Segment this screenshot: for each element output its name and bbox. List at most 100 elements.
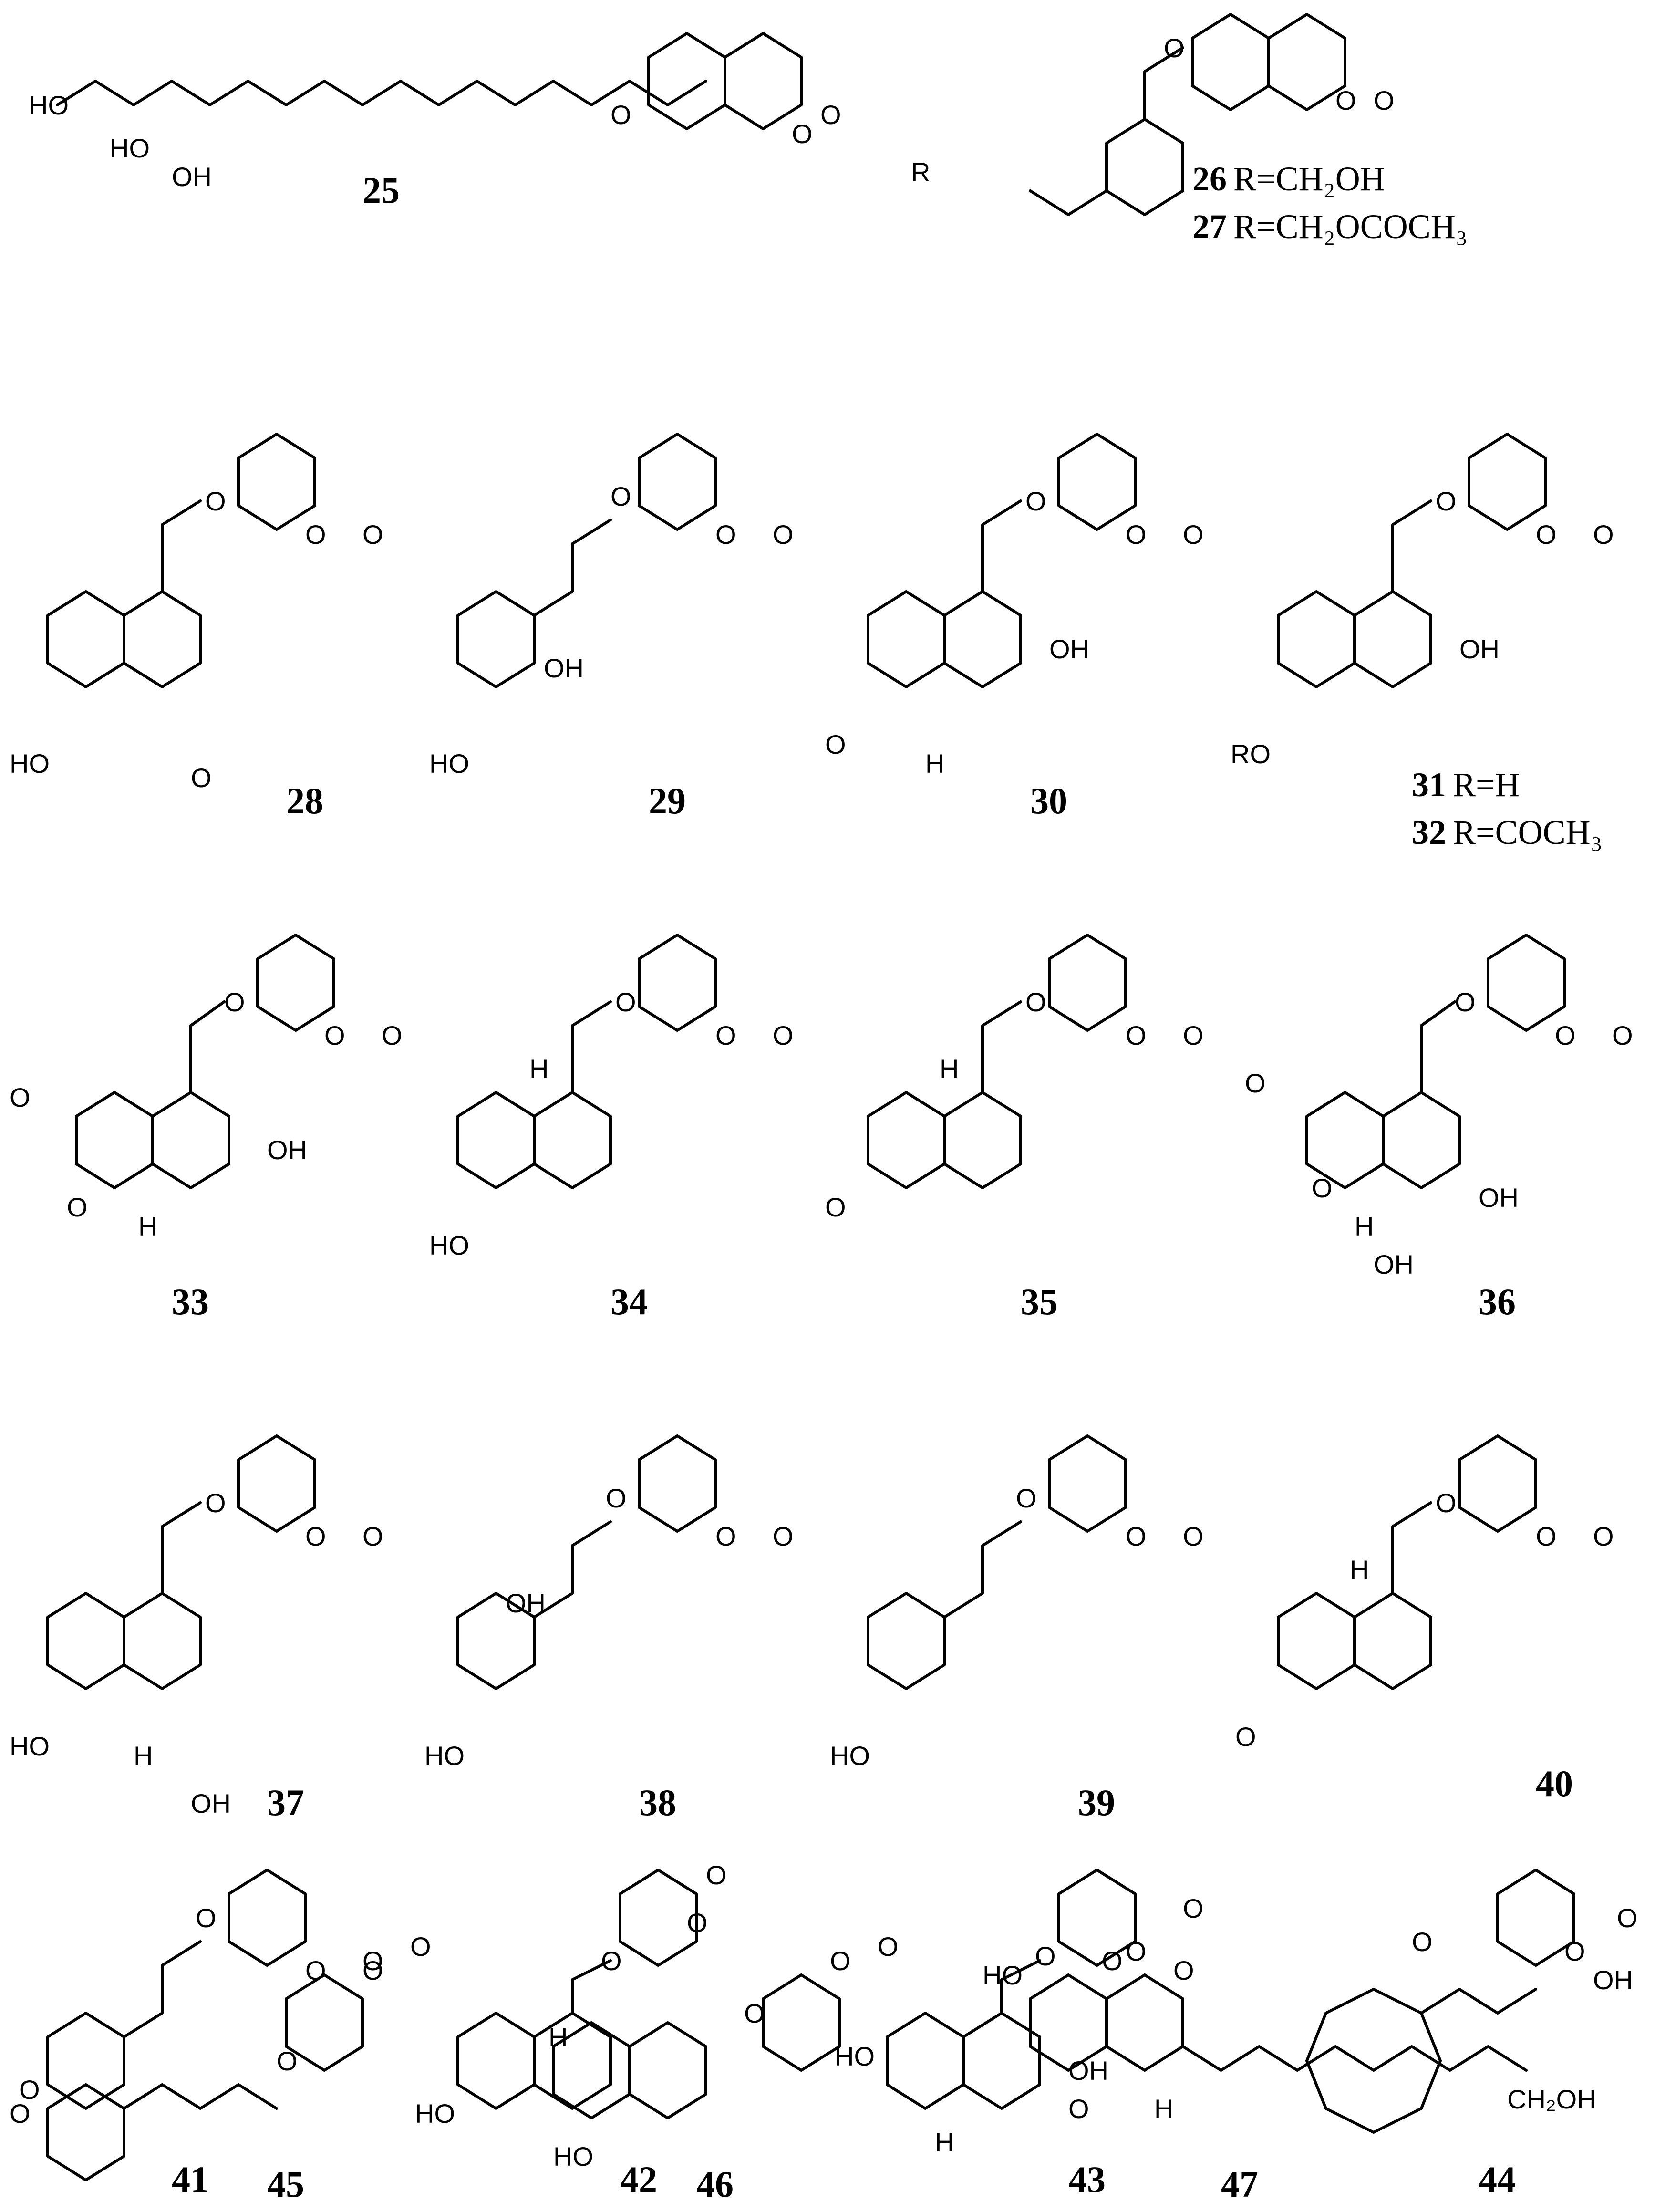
atom-label: HO: [429, 748, 469, 779]
compound-number: 39: [1078, 1782, 1115, 1823]
atom-label: OH: [191, 1788, 231, 1818]
atom-label: O: [1412, 1927, 1433, 1957]
row-4: HO OH H O O O 37 HO OH O O O 38 HO O O: [0, 1402, 1655, 1856]
atom-label: OH: [1374, 1249, 1414, 1279]
compound-number: 42: [620, 2159, 657, 2200]
atom-label: H: [134, 1741, 153, 1771]
compound-number: 27: [1192, 208, 1227, 246]
compound-39: HO O O O 39: [820, 1402, 1231, 1856]
atom-label: O: [1025, 486, 1046, 516]
atom-label: O: [610, 481, 631, 511]
structure-34: HO H O O O: [429, 934, 794, 1260]
atom-label: HO: [983, 1960, 1023, 1990]
atom-label: O: [362, 1955, 383, 1985]
atom-label: O: [1436, 486, 1457, 516]
compound-number: 40: [1536, 1763, 1573, 1804]
atom-label: O: [1068, 2094, 1089, 2124]
atom-label: O: [1126, 1936, 1147, 1966]
atom-label: HO: [10, 1731, 50, 1761]
atom-label: CH₂OH: [1507, 2084, 1596, 2114]
structure-30: O OH H O O O: [825, 433, 1204, 779]
atom-label: O: [601, 1946, 622, 1976]
atom-label: O: [825, 729, 846, 759]
atom-label: O: [1183, 1893, 1204, 1923]
atom-label: O: [715, 519, 736, 550]
compound-35: O H O O O 35: [820, 902, 1231, 1402]
atom-label: O: [19, 2075, 40, 2105]
r-group-text: R=H: [1453, 766, 1520, 804]
atom-label: O: [1593, 519, 1614, 550]
compound-34: HO H O O O 34: [410, 902, 820, 1402]
structure-46: H HO O O O: [548, 1932, 899, 2171]
atom-label: O: [1164, 33, 1185, 63]
compound-number: 45: [267, 2163, 304, 2205]
compound-number: 31: [1412, 766, 1446, 804]
atom-label: O: [1612, 1020, 1633, 1050]
atom-label: O: [1173, 1955, 1194, 1985]
structure-36: O O OH OH H O O O: [1245, 934, 1633, 1279]
r-group-text: R=CH₂OH: [1233, 160, 1385, 198]
atom-label: O: [610, 100, 631, 130]
compound-41: O O O O 41: [0, 1856, 410, 2212]
compound-number: 43: [1068, 2159, 1106, 2200]
structure-42: HO O O O: [415, 1860, 727, 2129]
structure-31: RO OH O O O: [1231, 433, 1614, 769]
atom-label: O: [773, 1020, 794, 1050]
structure-39: HO O O O: [830, 1434, 1204, 1771]
compound-number: 47: [1221, 2163, 1258, 2205]
atom-label: HO: [830, 1741, 870, 1771]
row-3: O O OH H O O O 33 HO H O O O 34: [0, 902, 1655, 1402]
atom-label: H: [548, 2022, 568, 2052]
atom-label: R: [911, 157, 930, 187]
atom-label: O: [191, 763, 212, 793]
compound-46: H HO O O O 46: [496, 1927, 973, 2212]
compound-45: O O O O 45: [0, 1927, 496, 2212]
atom-label: O: [1126, 1020, 1147, 1050]
atom-label: O: [1374, 85, 1395, 115]
atom-label: O: [687, 1908, 708, 1938]
atom-label: O: [205, 1488, 226, 1518]
atom-label: O: [205, 486, 226, 516]
compound-47: HO O O O H CH₂OH 47: [973, 1927, 1655, 2212]
compound-number: 38: [639, 1782, 676, 1823]
atom-label: O: [305, 1521, 326, 1551]
r-group-text: R=CH₂OCOCH₃: [1233, 208, 1468, 246]
compound-number: 44: [1479, 2159, 1516, 2200]
compound-25: HO HO OH O O O 25: [0, 0, 859, 401]
atom-label: HO: [424, 1741, 465, 1771]
structure-45: O O O O: [19, 1932, 431, 2181]
atom-label: O: [706, 1860, 727, 1890]
atom-label: O: [1536, 519, 1557, 550]
atom-label: O: [1025, 987, 1046, 1017]
atom-label: O: [10, 2098, 31, 2129]
compound-44: OH O O O 44: [1231, 1856, 1655, 2212]
atom-label: HO: [10, 748, 50, 779]
compound-number: 29: [649, 780, 686, 821]
atom-label: HO: [29, 90, 69, 120]
structure-38: HO OH O O O: [424, 1434, 794, 1771]
atom-label: O: [878, 1932, 899, 1962]
atom-label: HO: [835, 2041, 875, 2071]
atom-label: H: [1350, 1555, 1369, 1585]
compound-number: 32: [1412, 813, 1446, 852]
atom-label: O: [1102, 1946, 1123, 1976]
compound-number: 36: [1479, 1281, 1516, 1322]
compound-33: O O OH H O O O 33: [0, 902, 410, 1402]
atom-label: HO: [110, 133, 150, 163]
structure-29: HO OH O O O: [429, 433, 794, 779]
compound-30: O OH H O O O 30: [820, 401, 1231, 902]
atom-label: O: [715, 1020, 736, 1050]
atom-label: OH: [1593, 1965, 1633, 1995]
atom-label: O: [362, 1946, 383, 1976]
compound-number: 46: [696, 2163, 734, 2205]
atom-label: O: [820, 100, 841, 130]
atom-label: O: [825, 1192, 846, 1222]
compound-number: 25: [362, 169, 400, 211]
atom-label: RO: [1231, 739, 1271, 769]
atom-label: O: [410, 1932, 431, 1962]
structure-47: HO O O O H CH₂OH: [983, 1946, 1596, 2124]
atom-label: O: [1536, 1521, 1557, 1551]
